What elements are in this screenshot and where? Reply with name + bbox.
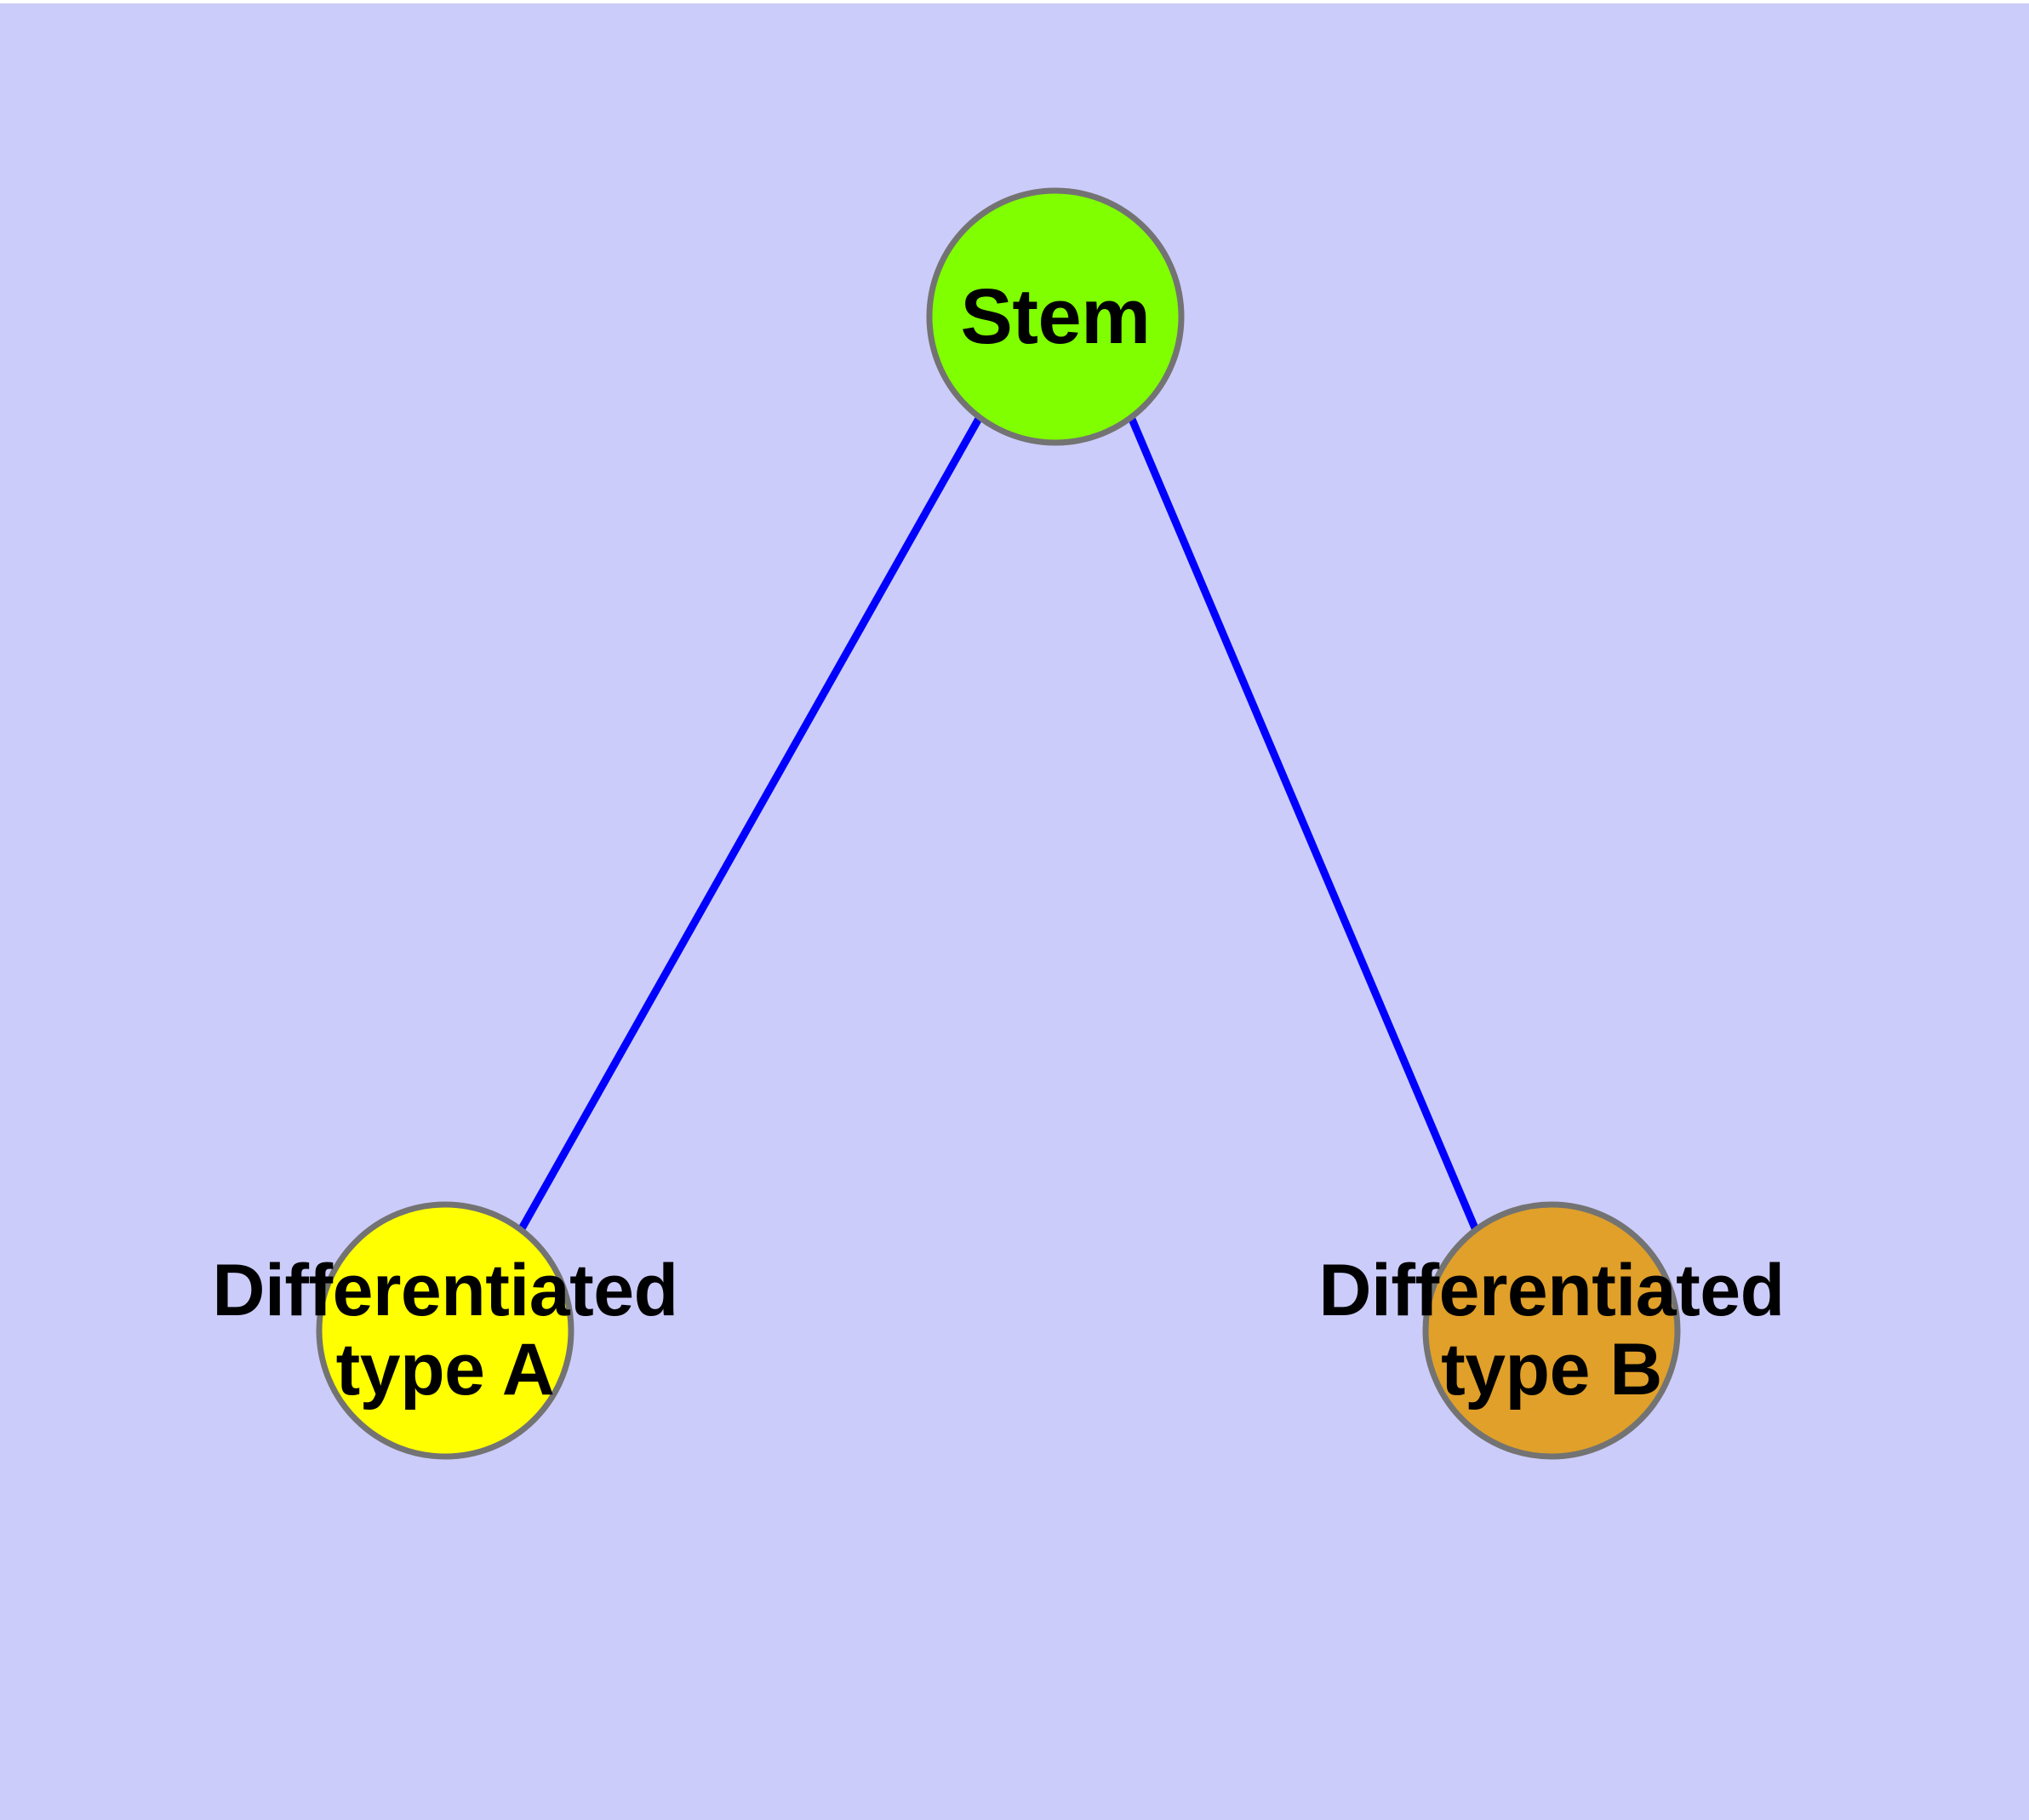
- node-stem[interactable]: [926, 187, 1185, 446]
- edge-group: [517, 415, 1480, 1233]
- node-differentiated-type-b[interactable]: [1422, 1201, 1681, 1460]
- node-group: [316, 187, 1681, 1460]
- edge-stem-to-differentiated-type-a[interactable]: [517, 415, 983, 1233]
- node-differentiated-type-a[interactable]: [316, 1201, 574, 1460]
- edge-stem-to-differentiated-type-b[interactable]: [1127, 415, 1480, 1232]
